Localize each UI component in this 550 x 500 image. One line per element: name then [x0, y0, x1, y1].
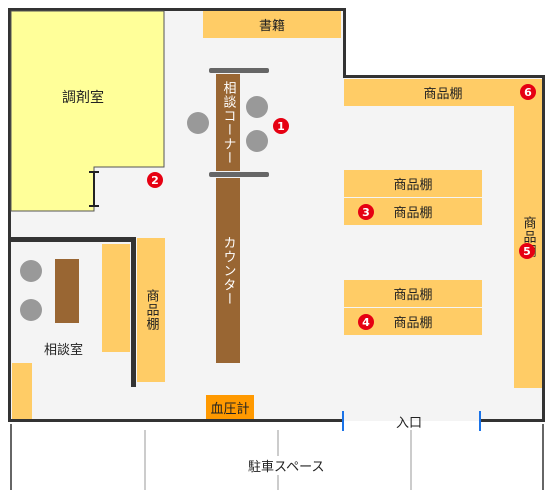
wall-notch-vertical — [343, 8, 346, 78]
parking-line — [144, 430, 146, 490]
parking-line — [410, 430, 412, 490]
parking-label: 駐車スペース — [246, 456, 327, 475]
corner-shelf — [12, 363, 32, 419]
product-shelf-label: 商品棚 — [393, 288, 433, 303]
pharmacy-room — [10, 10, 165, 212]
consult-partition-top — [209, 68, 269, 73]
consult-room-wall-top — [10, 237, 136, 242]
product-shelf-label: 商品棚 — [393, 316, 433, 331]
entrance-marker-right — [479, 411, 481, 431]
product-shelf-center-a1: 商品棚 — [344, 170, 482, 197]
marker-2: 2 — [147, 172, 163, 188]
parking-edge-left — [10, 424, 12, 490]
books-label: 書籍 — [258, 19, 285, 34]
blood-pressure-monitor: 血圧計 — [206, 395, 254, 419]
consult-corner-label: 相談コーナー — [220, 80, 236, 165]
marker-4: 4 — [358, 314, 374, 330]
counter: カウンター — [216, 178, 240, 363]
entrance-marker-left — [342, 411, 344, 431]
wall-north-east — [343, 75, 545, 78]
seat — [246, 130, 268, 152]
store-floor-east — [344, 76, 544, 421]
wall-north — [10, 8, 346, 11]
marker-1: 1 — [273, 118, 289, 134]
consult-room-shelf — [102, 244, 130, 352]
counter-label: カウンター — [220, 235, 236, 306]
product-shelf-label: 商品棚 — [393, 206, 433, 221]
seat — [20, 260, 42, 282]
marker-6: 6 — [520, 84, 536, 100]
consult-partition-bottom — [209, 172, 269, 177]
product-shelf-north: 商品棚 — [344, 79, 542, 106]
pharmacy-room-label: 調剤室 — [62, 90, 104, 106]
parking-edge-right — [542, 424, 544, 490]
entrance-label: 入口 — [396, 416, 423, 431]
wall-south-east — [480, 419, 545, 422]
wall-west — [8, 8, 11, 422]
wall-south-west — [8, 419, 344, 422]
consult-corner-desk: 相談コーナー — [216, 74, 240, 171]
blood-pressure-label: 血圧計 — [210, 401, 250, 417]
marker-3: 3 — [358, 204, 374, 220]
books-shelf: 書籍 — [203, 11, 341, 38]
wall-east — [542, 75, 545, 422]
consult-room-label: 相談室 — [44, 343, 84, 358]
consult-room-table — [55, 259, 79, 323]
marker-5: 5 — [519, 243, 535, 259]
product-shelf-center-b1: 商品棚 — [344, 280, 482, 307]
product-shelf-west: 商品棚 — [137, 238, 165, 382]
seat — [187, 112, 209, 134]
product-shelf-label: 商品棚 — [143, 289, 159, 331]
product-shelf-label: 商品棚 — [423, 87, 463, 102]
product-shelf-label: 商品棚 — [393, 178, 433, 193]
seat — [246, 96, 268, 118]
seat — [20, 299, 42, 321]
consult-room-wall-side — [131, 237, 136, 387]
